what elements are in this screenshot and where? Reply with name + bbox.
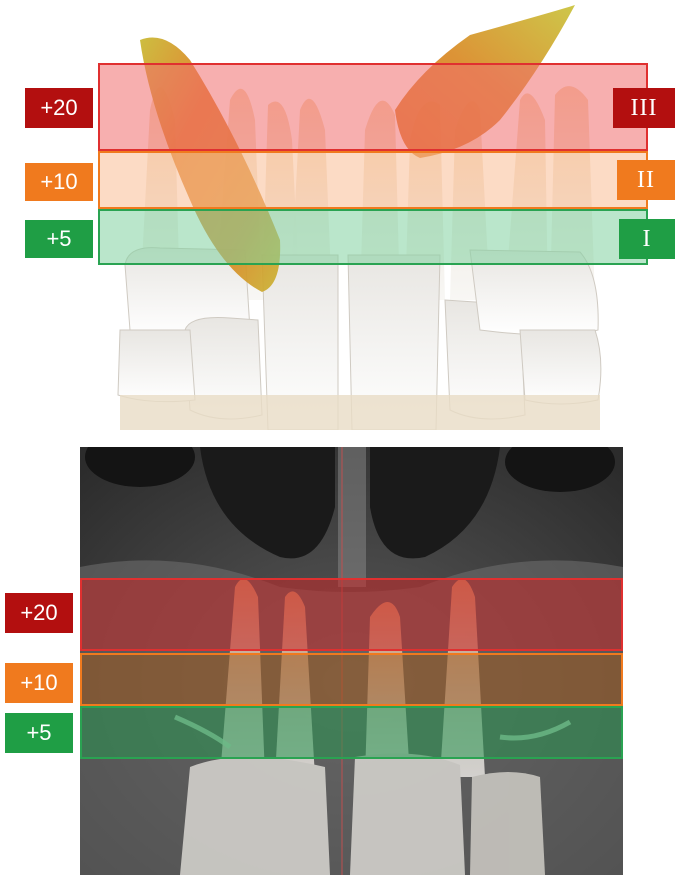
- label-zone-ii: II: [617, 160, 675, 200]
- ct-scan-panel: [80, 447, 623, 875]
- label-plus5-top: +5: [25, 220, 93, 258]
- zone-ii-overlay: [98, 151, 648, 209]
- label-plus10-top: +10: [25, 163, 93, 201]
- label-zone-i: I: [619, 219, 675, 259]
- label-plus20-bottom: +20: [5, 593, 73, 633]
- ct-zone-plus10-overlay: [80, 653, 623, 706]
- top-illustration-panel: +20 +10 +5 III II I: [0, 0, 676, 430]
- tooth-crowns: [118, 248, 601, 430]
- ct-zone-plus20-overlay: [80, 578, 623, 651]
- label-zone-iii: III: [613, 88, 675, 128]
- label-plus5-bottom: +5: [5, 713, 73, 753]
- zone-iii-overlay: [98, 63, 648, 151]
- label-plus20-top: +20: [25, 88, 93, 128]
- label-plus10-bottom: +10: [5, 663, 73, 703]
- zone-i-overlay: [98, 209, 648, 265]
- ct-zone-plus5-overlay: [80, 706, 623, 759]
